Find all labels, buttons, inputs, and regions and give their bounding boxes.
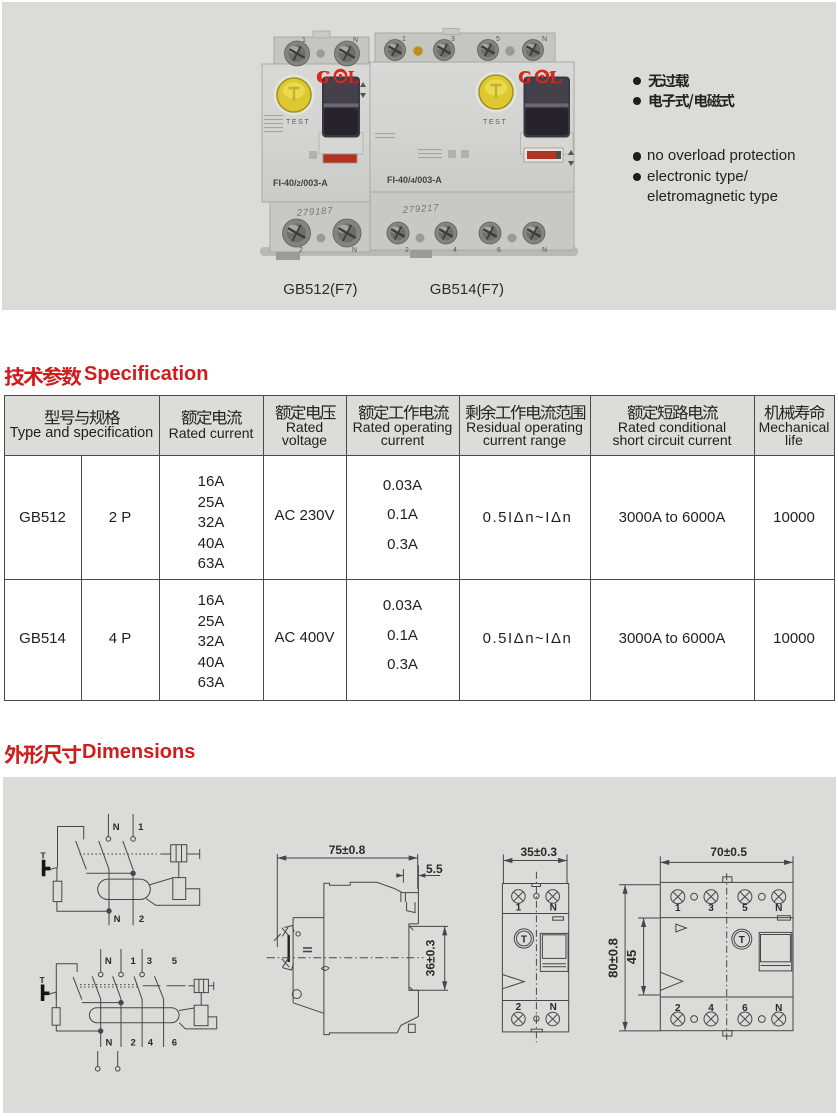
svg-text:4: 4 [148, 1038, 154, 1049]
svg-text:T: T [521, 934, 527, 945]
svg-text:36±0.3: 36±0.3 [424, 939, 438, 976]
svg-text:6: 6 [497, 247, 501, 254]
svg-text:2: 2 [516, 1002, 522, 1013]
svg-text:3: 3 [708, 903, 714, 914]
svg-text:45: 45 [624, 950, 639, 964]
svg-text:1: 1 [516, 903, 522, 914]
svg-text:N: N [542, 36, 547, 43]
svg-text:L: L [550, 67, 562, 87]
svg-text:4: 4 [453, 247, 457, 254]
svg-text:G: G [316, 67, 330, 87]
svg-text:6: 6 [742, 1003, 748, 1014]
svg-text:70±0.5: 70±0.5 [710, 845, 747, 859]
svg-text:N: N [775, 1003, 782, 1014]
svg-text:5: 5 [496, 36, 500, 43]
svg-text:80±0.8: 80±0.8 [606, 938, 621, 978]
svg-text:N: N [352, 247, 357, 254]
svg-text:279217: 279217 [401, 202, 439, 216]
svg-text:N: N [113, 822, 120, 833]
svg-text:5: 5 [742, 903, 748, 914]
svg-text:N: N [550, 903, 557, 914]
svg-text:1: 1 [402, 36, 406, 43]
svg-text:75±0.8: 75±0.8 [329, 843, 366, 857]
svg-text:4: 4 [708, 1003, 714, 1014]
svg-text:N: N [114, 914, 121, 925]
svg-text:3: 3 [451, 36, 455, 43]
svg-text:L: L [348, 67, 360, 87]
svg-text:1: 1 [131, 956, 137, 967]
svg-text:2: 2 [675, 1003, 681, 1014]
svg-text:6: 6 [172, 1038, 177, 1049]
svg-text:279187: 279187 [295, 205, 333, 219]
svg-text:N: N [353, 37, 358, 44]
svg-text:N: N [106, 1038, 113, 1049]
svg-text:N: N [105, 956, 112, 967]
svg-text:TEST: TEST [483, 119, 507, 126]
svg-text:N: N [550, 1002, 557, 1013]
svg-text:5.5: 5.5 [426, 862, 443, 876]
svg-text:FI-40/2/003-A: FI-40/2/003-A [273, 178, 328, 188]
svg-text:T: T [40, 975, 46, 985]
svg-text:2: 2 [299, 247, 303, 254]
svg-text:G: G [518, 67, 532, 87]
svg-text:T: T [41, 851, 47, 861]
svg-text:N: N [542, 247, 547, 254]
svg-text:5: 5 [172, 956, 178, 967]
svg-text:TEST: TEST [286, 119, 310, 126]
svg-text:35±0.3: 35±0.3 [520, 845, 557, 859]
svg-text:2: 2 [405, 247, 409, 254]
svg-text:1: 1 [675, 903, 681, 914]
svg-text:3: 3 [147, 956, 152, 967]
svg-text:2: 2 [131, 1038, 136, 1049]
svg-text:2: 2 [139, 914, 144, 925]
svg-text:1: 1 [138, 822, 144, 833]
svg-text:FI-40/4/003-A: FI-40/4/003-A [387, 175, 442, 185]
svg-text:T: T [739, 935, 745, 946]
svg-text:1: 1 [302, 37, 306, 44]
svg-text:N: N [775, 903, 782, 914]
